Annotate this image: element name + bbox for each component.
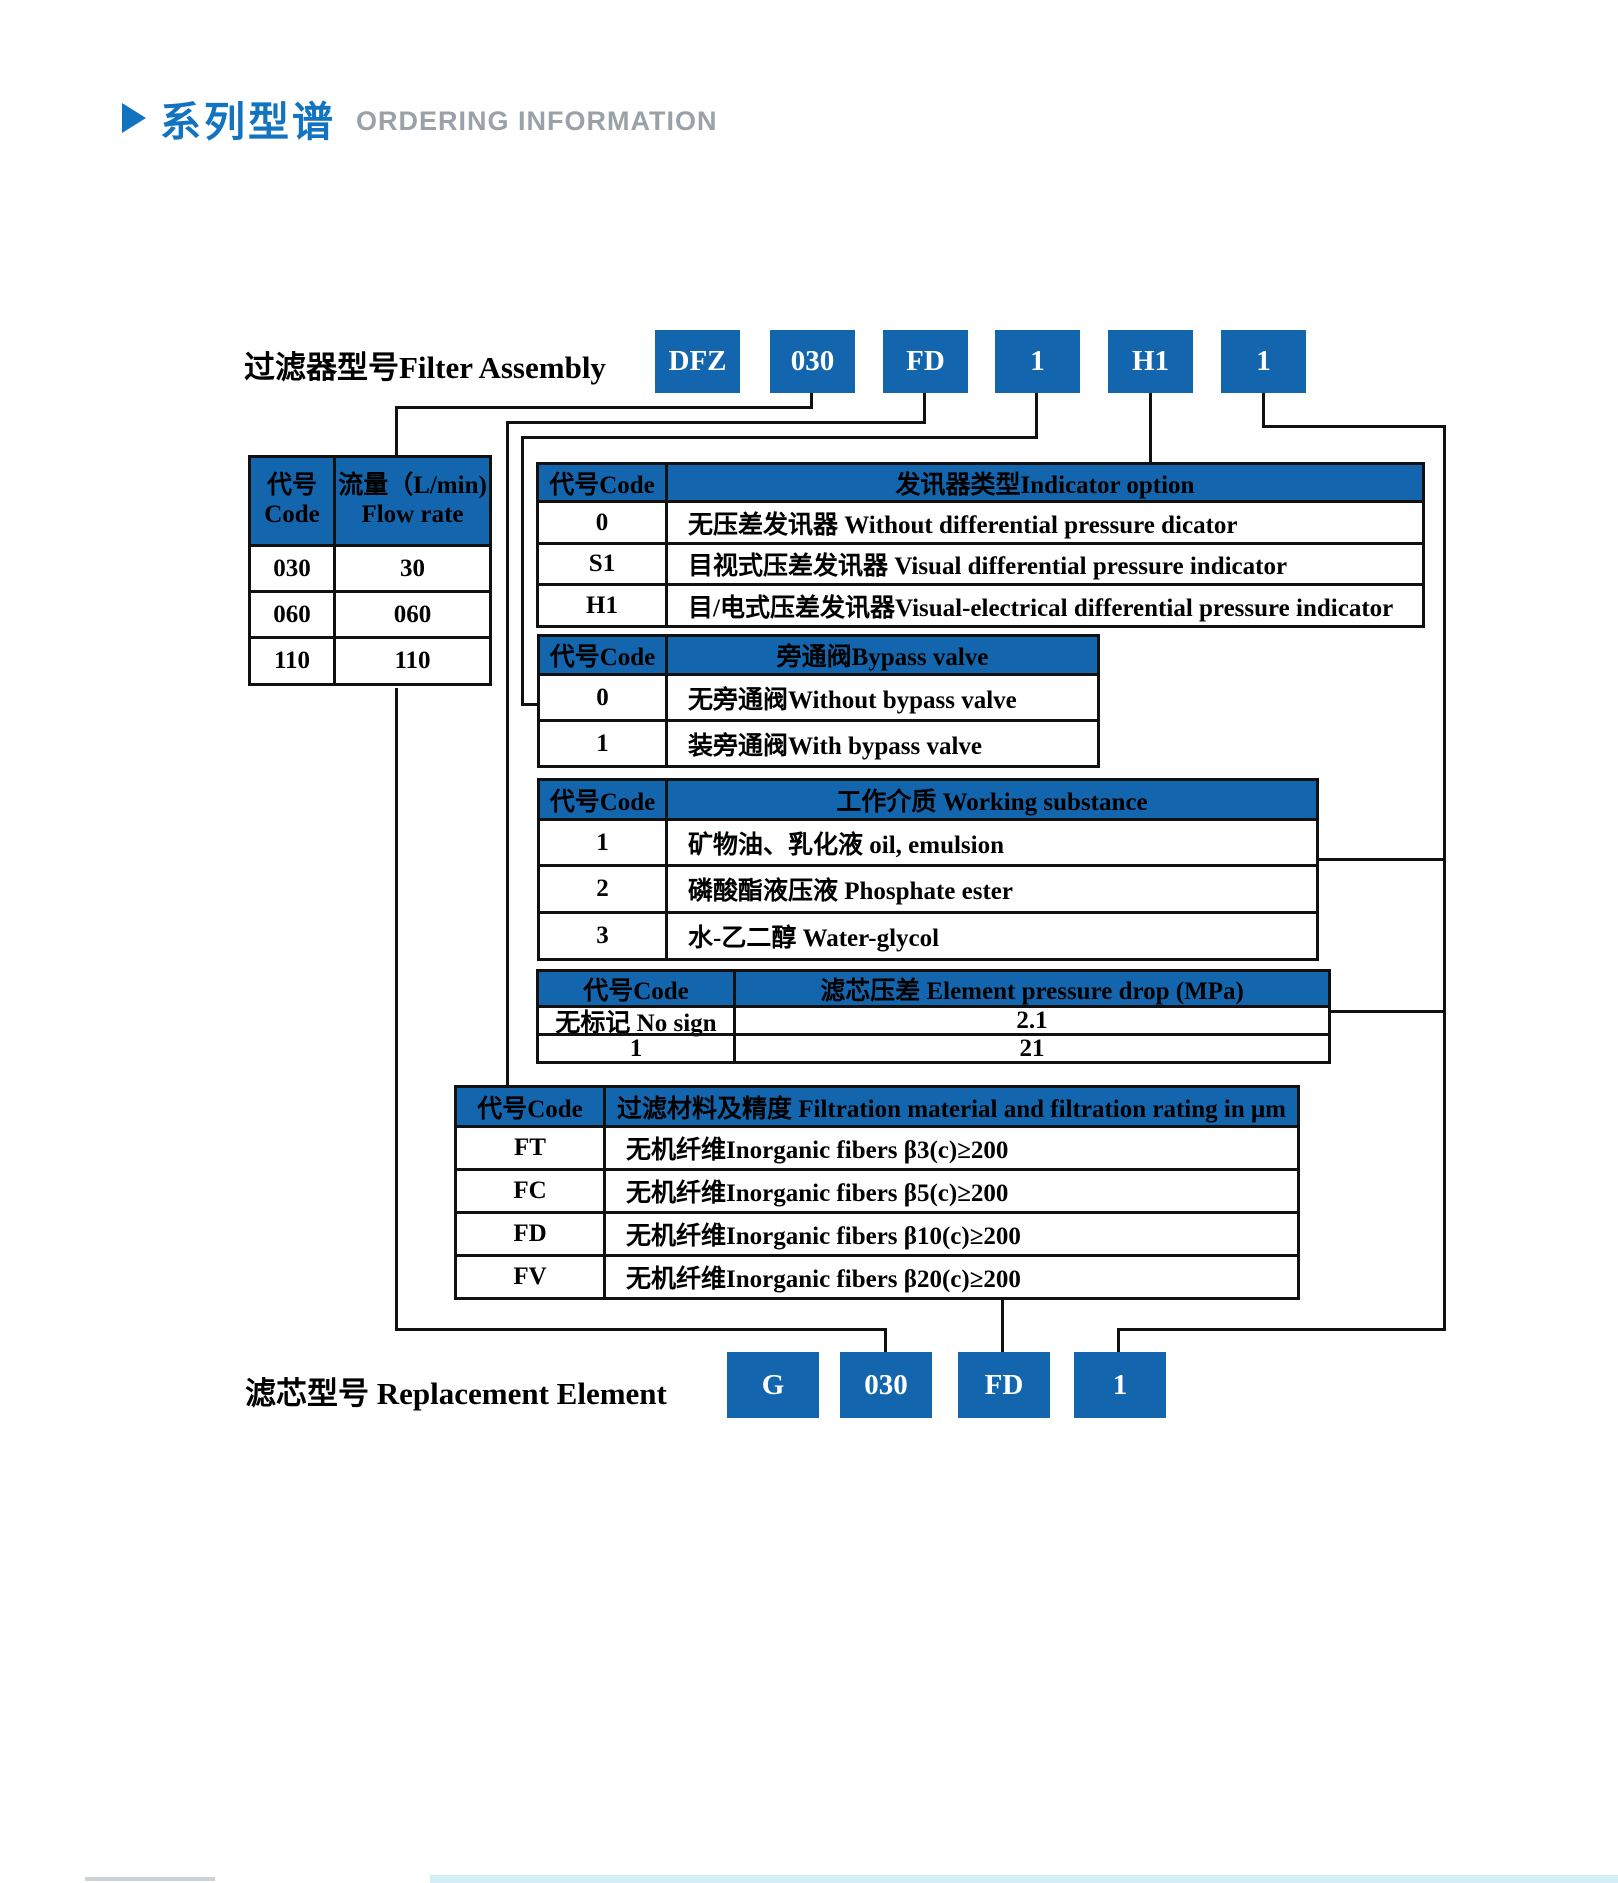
element-code-media: FD xyxy=(958,1352,1050,1418)
filter-assembly-label: 过滤器型号Filter Assembly xyxy=(244,350,606,385)
connector-line xyxy=(1262,393,1265,428)
table-row: FD 无机纤维Inorganic fibers β10(c)≥200 xyxy=(457,1211,1297,1254)
table-row: 0 无压差发讯器 Without differential pressure d… xyxy=(539,500,1422,542)
connector-line xyxy=(395,406,398,458)
element-code-flow: 030 xyxy=(840,1352,932,1418)
page-title: 系列型谱 xyxy=(160,99,336,145)
table-row: 1 装旁通阀With bypass valve xyxy=(540,719,1097,765)
page-header: 系列型谱 ORDERING INFORMATION xyxy=(122,88,717,148)
connector-line xyxy=(506,421,509,1088)
connector-line xyxy=(395,1328,887,1331)
connector-line xyxy=(506,421,926,424)
connector-line xyxy=(1262,425,1446,428)
table-row: 1 21 xyxy=(539,1033,1328,1062)
table-row: 060 060 xyxy=(251,590,489,636)
connector-line xyxy=(1117,1328,1120,1354)
filtration-material-table: 代号Code 过滤材料及精度 Filtration material and f… xyxy=(454,1085,1300,1300)
table-row: FC 无机纤维Inorganic fibers β5(c)≥200 xyxy=(457,1168,1297,1211)
assembly-code-indicator: H1 xyxy=(1108,330,1193,393)
connector-line xyxy=(521,703,540,706)
table-row: 030 30 xyxy=(251,544,489,590)
assembly-code-pressure: 1 xyxy=(1221,330,1306,393)
connector-line xyxy=(884,1328,887,1354)
play-triangle-icon xyxy=(122,103,146,133)
connector-line xyxy=(1149,393,1152,464)
connector-line xyxy=(395,688,398,1330)
table-row: 无标记 No sign 2.1 xyxy=(539,1005,1328,1037)
page-subtitle: ORDERING INFORMATION xyxy=(356,105,718,136)
replacement-element-label: 滤芯型号 Replacement Element xyxy=(245,1376,667,1411)
table-row: S1 目视式压差发讯器 Visual differential pressure… xyxy=(539,542,1422,583)
table-row: 0 无旁通阀Without bypass valve xyxy=(540,673,1097,719)
table-row: 3 水-乙二醇 Water-glycol xyxy=(540,911,1316,958)
table-row: 110 110 xyxy=(251,636,489,683)
connector-line xyxy=(1319,858,1446,861)
table-row: H1 目/电式压差发讯器Visual-electrical differenti… xyxy=(539,583,1422,625)
connector-line xyxy=(1331,1010,1446,1013)
connector-line xyxy=(1001,1300,1004,1354)
element-code-pressure: 1 xyxy=(1074,1352,1166,1418)
assembly-code-series: DFZ xyxy=(655,330,740,393)
bypass-valve-table: 代号Code 旁通阀Bypass valve 0 无旁通阀Without byp… xyxy=(537,634,1100,768)
footer-strip-left xyxy=(85,1877,215,1881)
table-row: 1 矿物油、乳化液 oil, emulsion xyxy=(540,818,1316,864)
connector-line xyxy=(923,393,926,424)
connector-line xyxy=(521,436,1038,439)
table-row: FV 无机纤维Inorganic fibers β20(c)≥200 xyxy=(457,1254,1297,1297)
connector-line xyxy=(810,393,813,409)
connector-line xyxy=(1035,393,1038,439)
assembly-code-bypass: 1 xyxy=(995,330,1080,393)
connector-line xyxy=(1117,1328,1446,1331)
footer-strip-right xyxy=(430,1875,1618,1883)
table-row: FT 无机纤维Inorganic fibers β3(c)≥200 xyxy=(457,1125,1297,1168)
assembly-code-flow: 030 xyxy=(770,330,855,393)
pressure-drop-table: 代号Code 滤芯压差 Element pressure drop (MPa) … xyxy=(536,969,1331,1064)
connector-line xyxy=(521,436,524,706)
connector-line xyxy=(395,406,813,409)
table-row: 2 磷酸酯液压液 Phosphate ester xyxy=(540,864,1316,911)
indicator-option-table: 代号Code 发讯器类型Indicator option 0 无压差发讯器 Wi… xyxy=(536,462,1425,628)
working-substance-table: 代号Code 工作介质 Working substance 1 矿物油、乳化液 … xyxy=(537,778,1319,961)
element-code-series: G xyxy=(727,1352,819,1418)
flow-header-value: 流量（L/min)Flow rate xyxy=(338,472,487,528)
connector-line xyxy=(1443,425,1446,1331)
assembly-code-media: FD xyxy=(883,330,968,393)
